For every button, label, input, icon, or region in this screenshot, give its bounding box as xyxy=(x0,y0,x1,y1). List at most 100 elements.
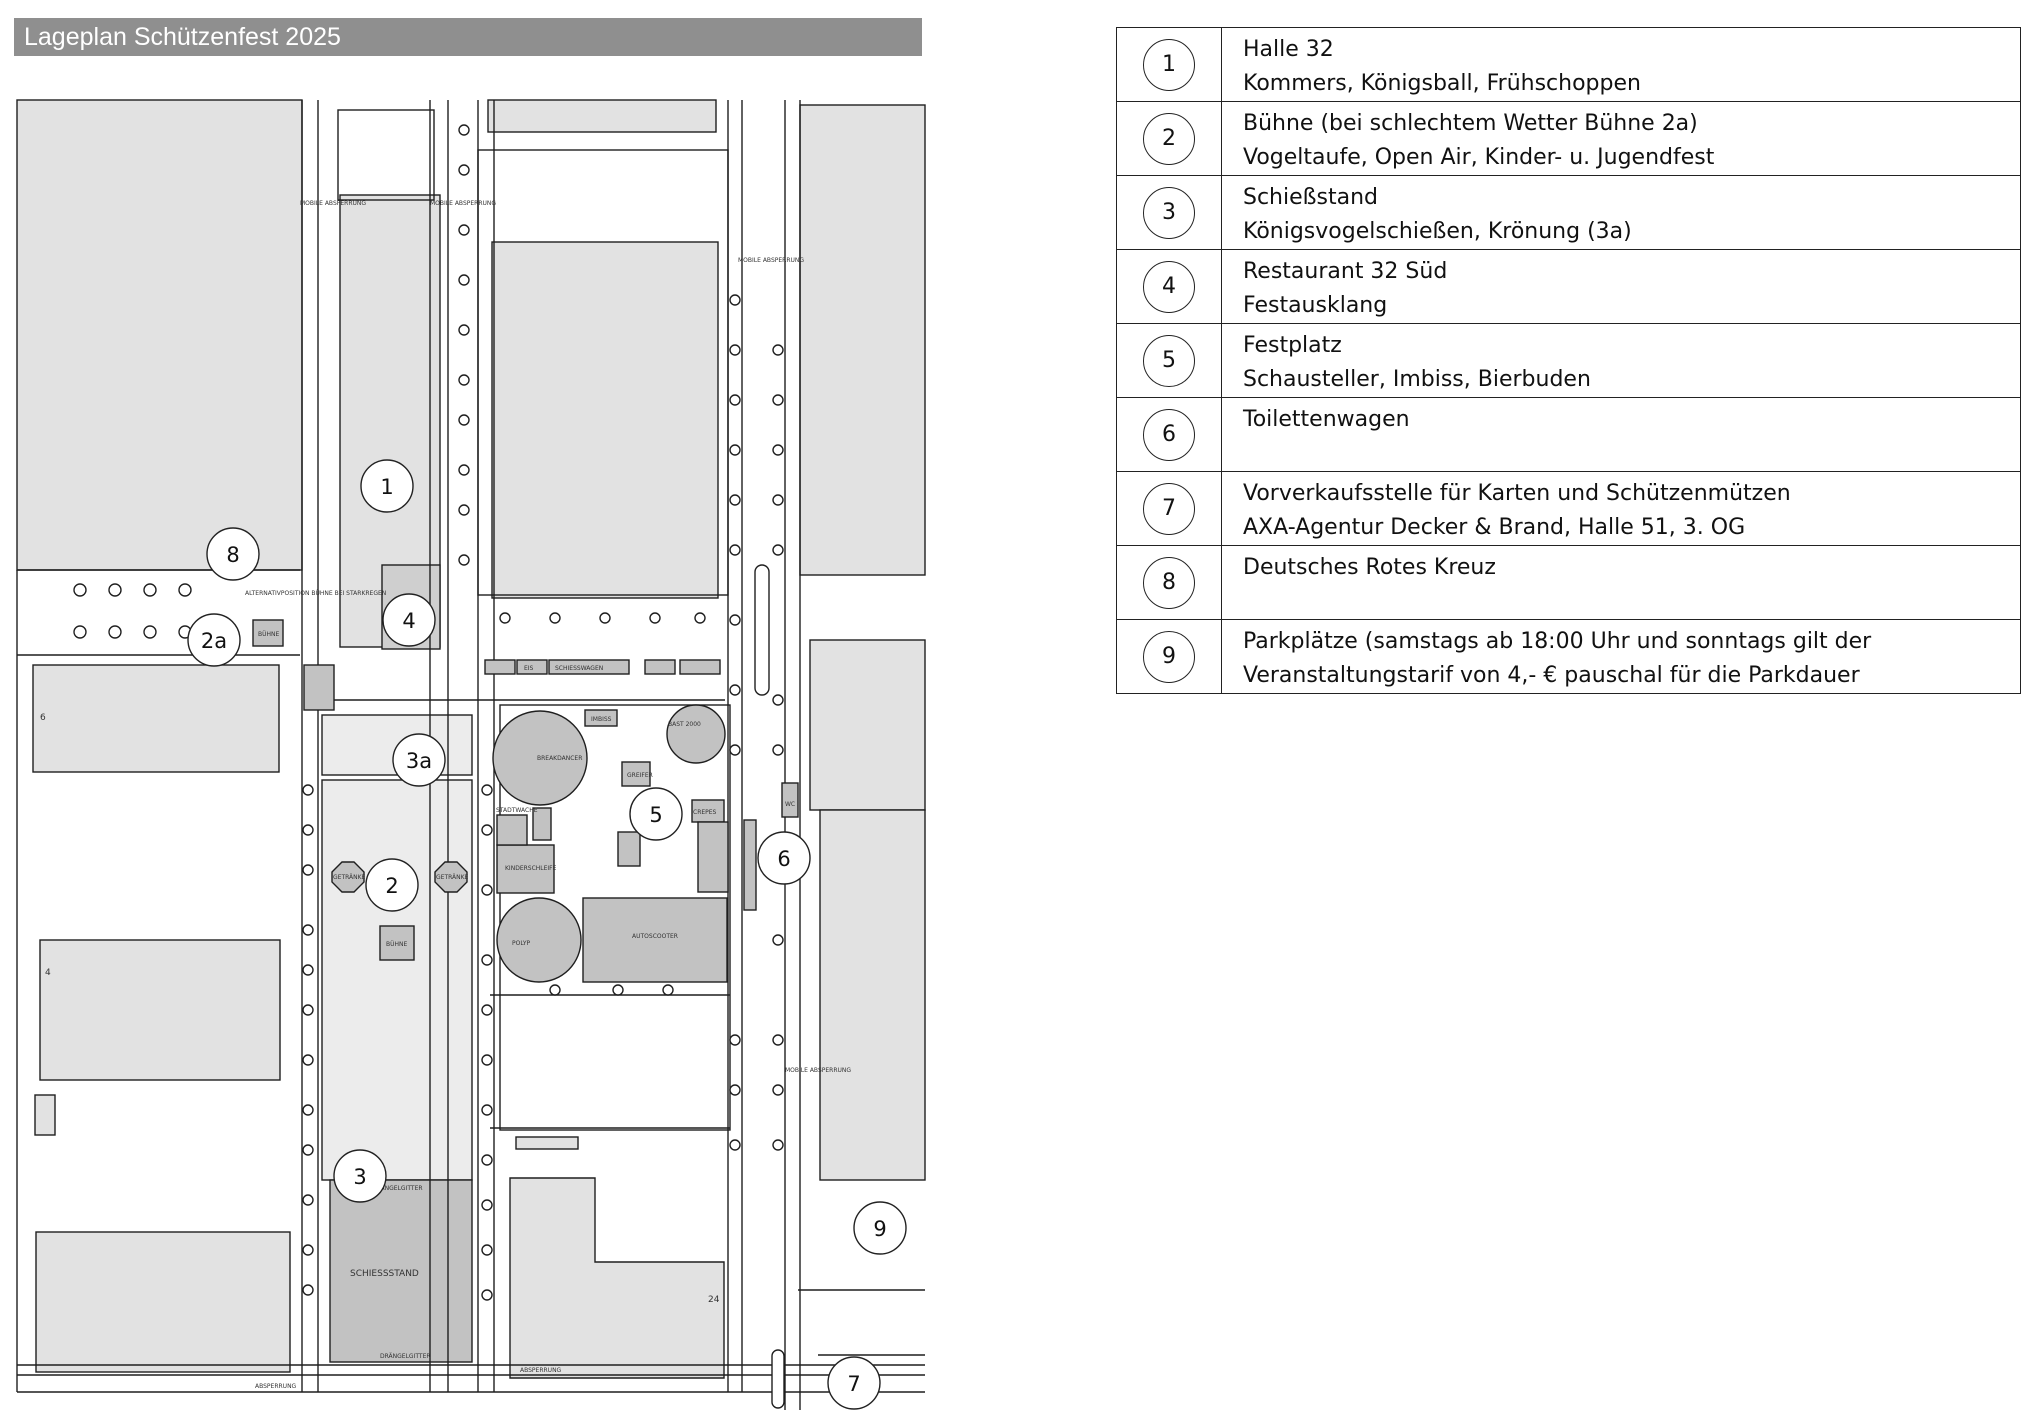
building-left-1 xyxy=(32,664,280,773)
legend-title: Festplatz xyxy=(1243,333,1342,358)
label-house-6: 6 xyxy=(40,713,46,723)
legend-description: Schausteller, Imbiss, Bierbuden xyxy=(1243,367,1591,392)
svg-text:7: 7 xyxy=(847,1372,860,1396)
legend-title: Restaurant 32 Süd xyxy=(1243,259,1448,284)
label-buehne: BÜHNE xyxy=(258,631,280,638)
label-greifer: GREIFER xyxy=(627,772,653,779)
marker-6: 6 xyxy=(757,831,811,885)
svg-text:9: 9 xyxy=(873,1217,886,1241)
label-buehne-stage: BÜHNE xyxy=(386,941,408,948)
building-lower-center xyxy=(509,1177,725,1379)
legend-row: 8 Deutsches Rotes Kreuz xyxy=(1116,545,2021,620)
polyp xyxy=(496,897,582,983)
legend-title: Bühne (bei schlechtem Wetter Bühne 2a) xyxy=(1243,111,1698,136)
marker-9: 9 xyxy=(853,1201,907,1255)
legend-row: 7 Vorverkaufsstelle für Karten und Schüt… xyxy=(1116,471,2021,546)
building-right-3 xyxy=(819,809,926,1181)
legend-number: 8 xyxy=(1143,556,1195,609)
label-breakdancer: BREAKDANCER xyxy=(537,755,582,762)
bast-2000 xyxy=(666,704,726,764)
label-mobile-absperrung: MOBILE ABSPERRUNG xyxy=(300,200,366,207)
building-center-top xyxy=(487,99,717,133)
marker-4: 4 xyxy=(382,593,436,647)
legend-description: AXA-Agentur Decker & Brand, Halle 51, 3.… xyxy=(1243,515,1746,540)
legend-number: 9 xyxy=(1143,630,1195,683)
building-center xyxy=(491,241,719,599)
svg-text:6: 6 xyxy=(777,847,790,871)
label-schiesswagen: SCHIESSWAGEN xyxy=(555,665,603,672)
legend-table: 1 Halle 32 Kommers, Königsball, Frühschop… xyxy=(1116,27,2021,694)
label-kinderschleife: KINDERSCHLEIFE xyxy=(505,865,557,872)
legend-title: Deutsches Rotes Kreuz xyxy=(1243,555,1496,580)
label-getraenke-right: GETRÄNKE xyxy=(436,874,469,881)
label-getraenke-left: GETRÄNKE xyxy=(333,874,366,881)
marker-5: 5 xyxy=(629,787,683,841)
svg-text:8: 8 xyxy=(226,543,239,567)
label-mobile-absperrung: MOBILE ABSPERRUNG xyxy=(785,1067,851,1074)
legend-row: 9 Parkplätze (samstags ab 18:00 Uhr und … xyxy=(1116,619,2021,694)
legend-number: 1 xyxy=(1143,38,1195,91)
legend-title: Toilettenwagen xyxy=(1243,407,1410,432)
getraenke-left xyxy=(331,861,365,893)
building-left-2 xyxy=(39,939,281,1081)
label-bast-2000: BAST 2000 xyxy=(668,721,701,728)
label-schiessstand: SCHIESSSTAND xyxy=(350,1269,419,1279)
legend-row: 1 Halle 32 Kommers, Königsball, Frühschop… xyxy=(1116,27,2021,102)
label-mobile-absperrung: MOBILE ABSPERRUNG xyxy=(738,257,804,264)
legend-title: Parkplätze (samstags ab 18:00 Uhr und so… xyxy=(1243,629,1872,654)
label-house-24: 24 xyxy=(708,1295,720,1305)
greifer xyxy=(621,761,651,787)
marker-2a: 2a xyxy=(187,613,241,667)
label-alternativposition: ALTERNATIVPOSITION BÜHNE BEI STARKREGEN xyxy=(245,590,386,597)
label-draengelgitter: DRÄNGELGITTER xyxy=(380,1353,431,1360)
marker-7: 7 xyxy=(827,1356,881,1410)
site-map: MOBILE ABSPERRUNG MOBILE ABSPERRUNG MOBI… xyxy=(16,99,926,1410)
label-eis: EIS xyxy=(524,665,534,672)
label-draengelgitter: DRÄNGELGITTER xyxy=(372,1185,423,1192)
legend-description: Festausklang xyxy=(1243,293,1388,318)
legend-row: 6 Toilettenwagen xyxy=(1116,397,2021,472)
label-stadtwache: STADTWACHE xyxy=(496,807,538,814)
legend-number: 3 xyxy=(1143,186,1195,239)
marker-8: 8 xyxy=(206,527,260,581)
legend-description: Veranstaltungstarif von 4,- € pauschal f… xyxy=(1243,663,1860,688)
label-imbiss: IMBISS xyxy=(591,716,612,723)
label-crepes: CREPES xyxy=(693,809,717,816)
buehne-2a xyxy=(252,619,284,647)
map-title: Lageplan Schützenfest 2025 xyxy=(14,18,922,56)
getraenke-right xyxy=(434,861,468,893)
label-polyp: POLYP xyxy=(512,940,531,947)
svg-text:3a: 3a xyxy=(406,749,432,773)
building-right-2 xyxy=(809,639,926,811)
legend-description: Kommers, Königsball, Frühschoppen xyxy=(1243,71,1641,96)
svg-text:4: 4 xyxy=(402,609,415,633)
legend-number: 6 xyxy=(1143,408,1195,461)
svg-text:5: 5 xyxy=(649,803,662,827)
legend-row: 2 Bühne (bei schlechtem Wetter Bühne 2a)… xyxy=(1116,101,2021,176)
marker-2: 2 xyxy=(365,858,419,912)
svg-text:2a: 2a xyxy=(201,629,227,653)
legend-number: 5 xyxy=(1143,334,1195,387)
buehne-stage xyxy=(379,925,415,961)
legend-number: 4 xyxy=(1143,260,1195,313)
legend-number: 2 xyxy=(1143,112,1195,165)
legend-title: Vorverkaufsstelle für Karten und Schütze… xyxy=(1243,481,1791,506)
marker-3a: 3a xyxy=(392,733,446,787)
legend-title: Schießstand xyxy=(1243,185,1378,210)
breakdancer xyxy=(492,710,588,806)
label-absperrung: ABSPERRUNG xyxy=(255,1383,297,1390)
label-wc: WC xyxy=(785,801,795,808)
label-autoscooter: AUTOSCOOTER xyxy=(632,933,678,940)
autoscooter xyxy=(582,897,728,983)
legend-title: Halle 32 xyxy=(1243,37,1334,62)
building-right-1 xyxy=(799,104,926,576)
marker-1: 1 xyxy=(360,459,414,513)
svg-text:2: 2 xyxy=(385,874,398,898)
marker-3: 3 xyxy=(333,1149,387,1203)
legend-number: 7 xyxy=(1143,482,1195,535)
building-top-left xyxy=(16,99,303,571)
svg-text:3: 3 xyxy=(353,1165,366,1189)
